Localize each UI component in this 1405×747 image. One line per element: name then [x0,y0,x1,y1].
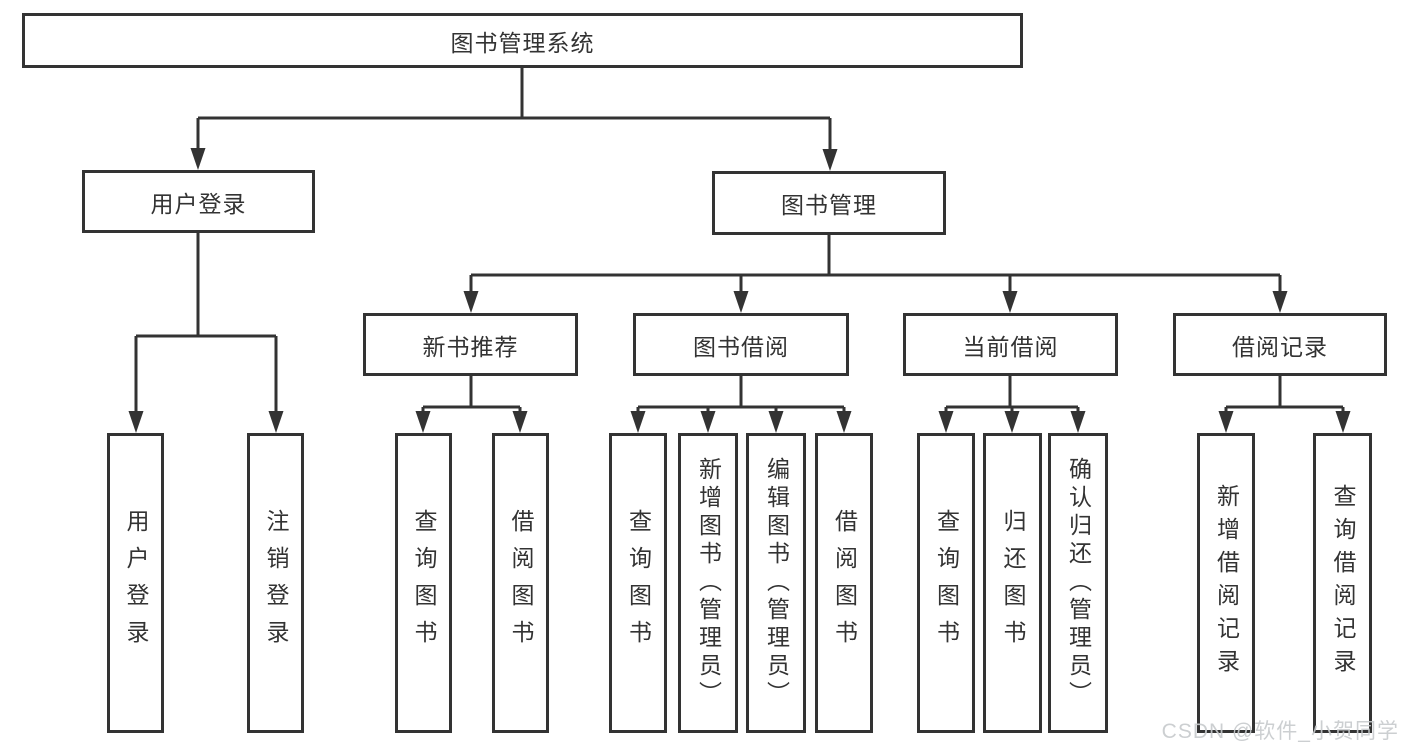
node-leaf-br-add-record: 新增借阅记录 [1197,433,1255,733]
node-user-login: 用户登录 [82,170,315,233]
node-book-mgmt-label: 图书管理 [781,192,877,218]
node-leaf-cb-return-book: 归还图书 [983,433,1042,733]
node-leaf-cb-query-book-label: 查询图书 [933,509,960,657]
node-borrow-records: 借阅记录 [1173,313,1387,376]
node-leaf-nb-query-book: 查询图书 [395,433,452,733]
node-leaf-logout-label: 注销登录 [263,509,289,657]
node-leaf-bb-add-book: 新增图书（管理员） [678,433,738,733]
node-leaf-cb-query-book: 查询图书 [917,433,975,733]
node-leaf-cb-confirm-return: 确认归还（管理员） [1048,433,1108,733]
node-current-borrow-label: 当前借阅 [962,333,1059,360]
node-leaf-nb-borrow-book: 借阅图书 [492,433,549,733]
node-leaf-nb-query-book-label: 查询图书 [411,509,437,657]
node-leaf-br-query-record-label: 查询借阅记录 [1330,484,1356,682]
connector-user-login-children [128,233,284,433]
node-new-book-rec: 新书推荐 [363,313,578,376]
node-leaf-br-add-record-label: 新增借阅记录 [1213,484,1240,682]
node-leaf-nb-borrow-book-label: 借阅图书 [508,509,534,657]
node-root: 图书管理系统 [22,13,1023,68]
watermark: CSDN @软件_小贺同学 [1161,720,1399,743]
node-leaf-user-login-label: 用户登录 [123,509,149,657]
node-leaf-bb-edit-book: 编辑图书（管理员） [746,433,806,733]
connector-borrow-records-children [1218,376,1351,433]
node-leaf-bb-query-book-label: 查询图书 [625,509,652,657]
node-leaf-bb-edit-book-label: 编辑图书（管理员） [763,457,790,709]
node-book-mgmt: 图书管理 [712,171,946,235]
connector-book-borrow-children [630,376,852,433]
node-leaf-logout: 注销登录 [247,433,304,733]
node-leaf-bb-query-book: 查询图书 [609,433,667,733]
connector-root-to-level2 [190,68,838,171]
connector-new-book-rec-children [415,376,528,433]
connector-current-borrow-children [938,376,1086,433]
node-user-login-label: 用户登录 [150,190,247,217]
node-current-borrow: 当前借阅 [903,313,1118,376]
node-borrow-records-label: 借阅记录 [1232,333,1328,360]
node-leaf-bb-add-book-label: 新增图书（管理员） [695,457,722,709]
connector-book-mgmt-children [463,235,1288,313]
node-new-book-rec-label: 新书推荐 [422,333,519,360]
node-leaf-cb-return-book-label: 归还图书 [1000,509,1026,657]
node-root-label: 图书管理系统 [450,29,595,56]
node-leaf-br-query-record: 查询借阅记录 [1313,433,1372,733]
node-book-borrow: 图书借阅 [633,313,849,376]
node-leaf-cb-confirm-return-label: 确认归还（管理员） [1065,457,1092,709]
node-leaf-bb-borrow-book: 借阅图书 [815,433,873,733]
node-leaf-user-login: 用户登录 [107,433,164,733]
node-leaf-bb-borrow-book-label: 借阅图书 [831,509,858,657]
node-book-borrow-label: 图书借阅 [693,333,789,360]
